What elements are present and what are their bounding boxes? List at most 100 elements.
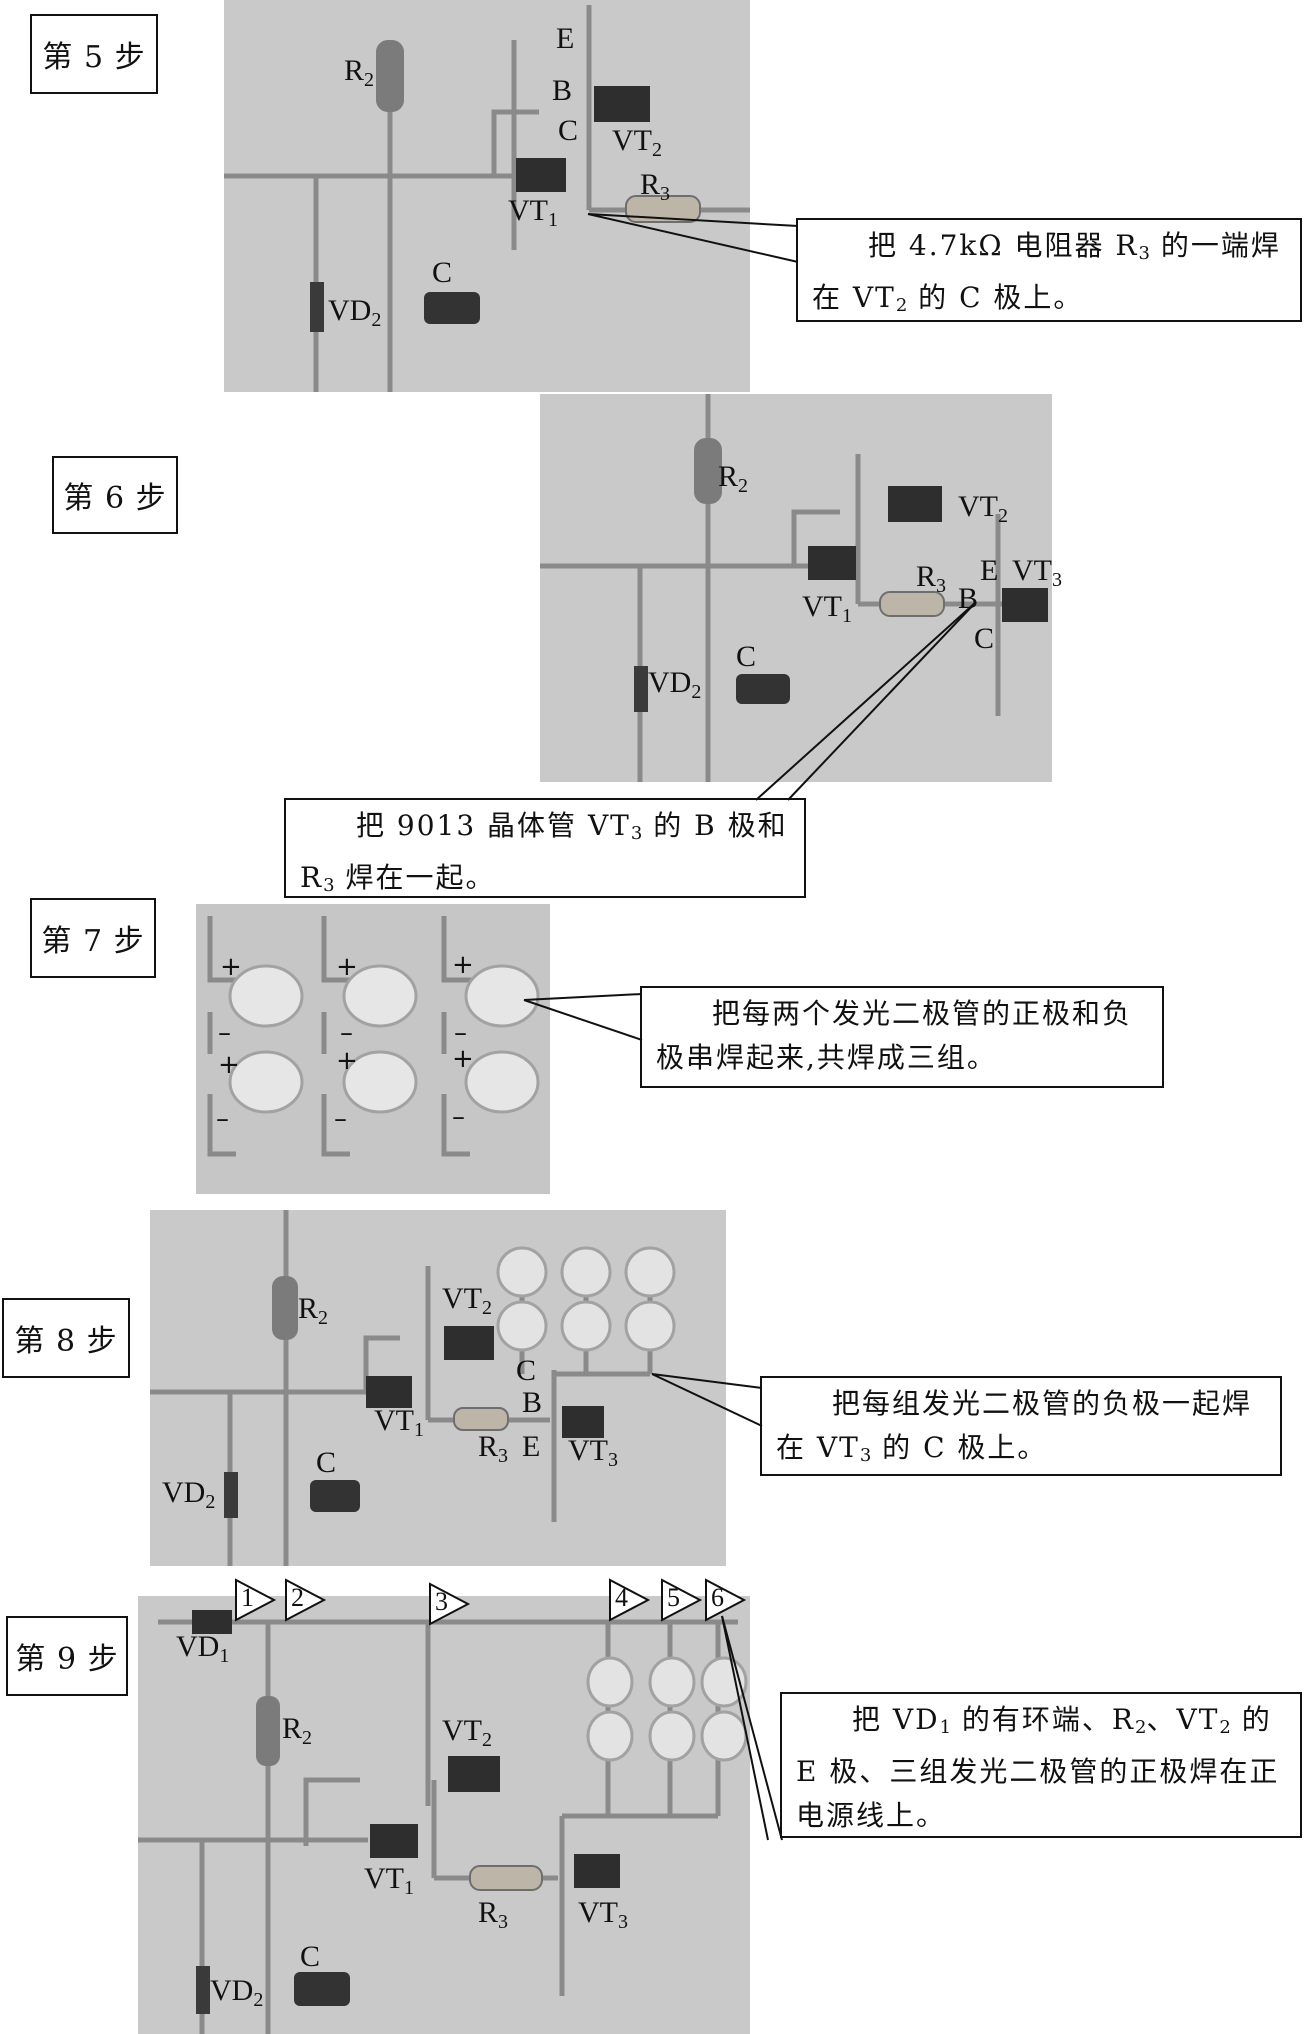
step-7-plus-2: + [336, 952, 358, 982]
step-5-mark-r3: R3 [640, 168, 671, 205]
step-7-plus-6: + [452, 1044, 474, 1074]
step-7-minus-6: – [452, 1102, 465, 1132]
step-7-plus-1: + [220, 952, 242, 982]
step-5-mark-vt2: VT2 [612, 124, 662, 161]
led-3 [464, 964, 540, 1028]
step-9-mark-vd2: VD2 [210, 1974, 264, 2011]
step-8-mark-vt3: VT3 [568, 1434, 618, 1471]
led-4 [228, 1050, 304, 1114]
step-8-mark-e: E [522, 1430, 541, 1463]
step-9-circuit-drawing [138, 1610, 748, 2034]
step-6-label: 第 6 步 [52, 456, 178, 534]
step-6-mark-r3: R3 [916, 560, 947, 597]
step-6-mark-vt2: VT2 [958, 490, 1008, 527]
step-5-callout: 把 4.7kΩ 电阻器 R3 的一端焊在 VT2 的 C 极上。 [796, 218, 1302, 322]
step-7-minus-4: – [216, 1104, 229, 1134]
step-8-photo [150, 1210, 726, 1566]
r2-resistor-body [694, 438, 722, 504]
step-9-mark-vd1: VD1 [176, 1630, 230, 1667]
step-9-mark-r3: R3 [478, 1896, 509, 1933]
step-5-mark-b: B [552, 74, 573, 107]
step-5-photo [224, 0, 750, 392]
step-8-mark-b: B [522, 1386, 543, 1419]
step-5-mark-r2: R2 [344, 54, 375, 91]
step-9-flag-1: 1 [234, 1578, 278, 1622]
r3-resistor-body [469, 1865, 543, 1891]
step-5-mark-vd2: VD2 [328, 294, 382, 331]
step-6-mark-cap: C [736, 640, 757, 673]
vt1-transistor-body [366, 1376, 412, 1408]
step-8-mark-cap: C [316, 1446, 337, 1479]
step-7-minus-1: – [218, 1018, 231, 1048]
vt2-transistor-body [594, 86, 650, 122]
step-9-callout: 把 VD1 的有环端、R2、VT2 的 E 极、三组发光二极管的正极焊在正电源线… [780, 1692, 1302, 1838]
step-6-mark-r2: R2 [718, 460, 749, 497]
step-9-mark-vt2: VT2 [442, 1714, 492, 1751]
step-5-mark-vt1: VT1 [508, 194, 558, 231]
r2-resistor-body [256, 1696, 280, 1766]
vt2-transistor-body [444, 1326, 494, 1360]
vd1-diode-body [192, 1610, 232, 1634]
vt2-transistor-body [888, 486, 942, 522]
step-6-callout: 把 9013 晶体管 VT3 的 B 极和 R3 焊在一起。 [284, 798, 806, 898]
step-9-label: 第 9 步 [6, 1616, 128, 1696]
step-9-flag-5: 5 [660, 1578, 704, 1622]
step-9-photo [138, 1596, 750, 2034]
step-7-callout: 把每两个发光二极管的正极和负极串焊起来,共焊成三组。 [640, 986, 1164, 1088]
step-8-mark-c: C [516, 1354, 537, 1387]
capacitor-body [294, 1972, 350, 2006]
vd2-diode-body [310, 282, 324, 332]
step-7-minus-3: – [454, 1018, 467, 1048]
step-8-callout: 把每组发光二极管的负极一起焊在 VT3 的 C 极上。 [760, 1376, 1282, 1476]
step-6-mark-e: E [980, 554, 999, 587]
led-5 [342, 1050, 418, 1114]
step-6-mark-vd2: VD2 [648, 666, 702, 703]
r2-resistor-body [376, 40, 404, 112]
step-5-label: 第 5 步 [30, 14, 158, 94]
step-6-mark-vt1: VT1 [802, 590, 852, 627]
step-5-circuit-drawing [224, 5, 750, 392]
step-5-mark-cap: C [432, 256, 453, 289]
step-9-flag-2: 2 [284, 1578, 328, 1622]
vt3-transistor-body [1002, 588, 1048, 622]
step-9-flag-6: 6 [704, 1578, 748, 1622]
step-8-label: 第 8 步 [2, 1298, 130, 1378]
step-9-mark-vt1: VT1 [364, 1862, 414, 1899]
r2-resistor-body [272, 1276, 298, 1340]
led-1 [228, 964, 304, 1028]
step-9-mark-vt3: VT3 [578, 1896, 628, 1933]
vt1-transistor-body [808, 546, 856, 580]
vd2-diode-body [196, 1966, 210, 2014]
step-7-plus-5: + [336, 1046, 358, 1076]
step-6-mark-b: B [958, 582, 979, 615]
step-9-mark-cap: C [300, 1940, 321, 1973]
capacitor-body [424, 292, 480, 324]
led-6 [464, 1050, 540, 1114]
r3-resistor-body [453, 1407, 509, 1431]
step-7-label: 第 7 步 [30, 898, 156, 978]
vt3-transistor-body [562, 1406, 604, 1438]
step-9-flag-4: 4 [608, 1578, 652, 1622]
vd2-diode-body [224, 1472, 238, 1518]
step-9-mark-r2: R2 [282, 1712, 313, 1749]
step-7-led-drawing [207, 916, 540, 1157]
step-5-mark-c: C [558, 114, 579, 147]
step-8-mark-r3: R3 [478, 1430, 509, 1467]
vt1-transistor-body [370, 1824, 418, 1858]
step-6-mark-c: C [974, 622, 995, 655]
step-7-minus-5: – [334, 1104, 347, 1134]
step-6-mark-vt3: VT3 [1012, 554, 1062, 591]
vt1-transistor-body [516, 158, 566, 192]
step-8-mark-vt1: VT1 [374, 1404, 424, 1441]
step-8-mark-r2: R2 [298, 1292, 329, 1329]
step-9-flag-3: 3 [428, 1582, 472, 1626]
capacitor-body [736, 674, 790, 704]
step-7-plus-3: + [452, 950, 474, 980]
step-8-mark-vt2: VT2 [442, 1282, 492, 1319]
vt3-transistor-body [574, 1854, 620, 1888]
step-8-mark-vd2: VD2 [162, 1476, 216, 1513]
vt2-transistor-body [448, 1756, 500, 1792]
led-2 [342, 964, 418, 1028]
vd2-diode-body [634, 666, 648, 712]
step-8-circuit-drawing [150, 1210, 676, 1566]
